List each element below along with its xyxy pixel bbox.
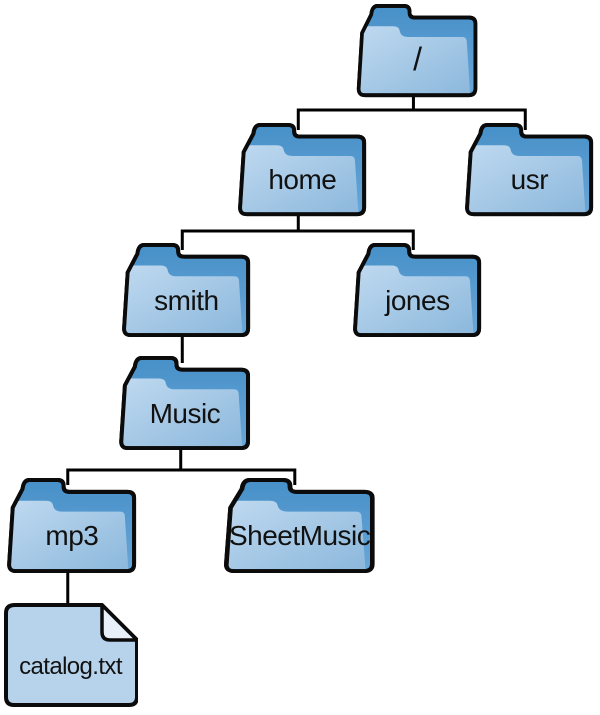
tree-node-mp3: mp3 bbox=[2, 477, 139, 576]
tree-node-usr: usr bbox=[460, 122, 596, 219]
folder-icon bbox=[356, 3, 478, 98]
folder-icon bbox=[353, 242, 482, 338]
node-label: Music bbox=[149, 397, 221, 429]
folder-icon bbox=[119, 355, 251, 451]
tree-node-jones: jones bbox=[348, 242, 484, 340]
folder-icon bbox=[224, 477, 375, 574]
tree-node-smith: smith bbox=[117, 242, 253, 340]
node-label: mp3 bbox=[45, 520, 99, 552]
folder-icon bbox=[465, 122, 594, 217]
node-label: SheetMusic bbox=[228, 520, 371, 552]
node-label: smith bbox=[154, 284, 219, 316]
tree-node-sheetmusic: SheetMusic bbox=[218, 477, 378, 576]
folder-icon bbox=[238, 122, 367, 217]
node-label: catalog.txt bbox=[19, 652, 122, 680]
tree-node-catalog: catalog.txt bbox=[3, 602, 138, 708]
node-label: / bbox=[413, 41, 422, 78]
node-label: jones bbox=[385, 284, 450, 316]
tree-node-home: home bbox=[233, 122, 369, 219]
file-icon bbox=[4, 603, 138, 707]
folder-icon bbox=[7, 477, 137, 574]
tree-node-root: / bbox=[352, 3, 480, 100]
node-label: home bbox=[268, 164, 337, 196]
folder-icon bbox=[122, 242, 251, 338]
tree-node-music: Music bbox=[114, 355, 253, 453]
node-label: usr bbox=[510, 164, 549, 196]
